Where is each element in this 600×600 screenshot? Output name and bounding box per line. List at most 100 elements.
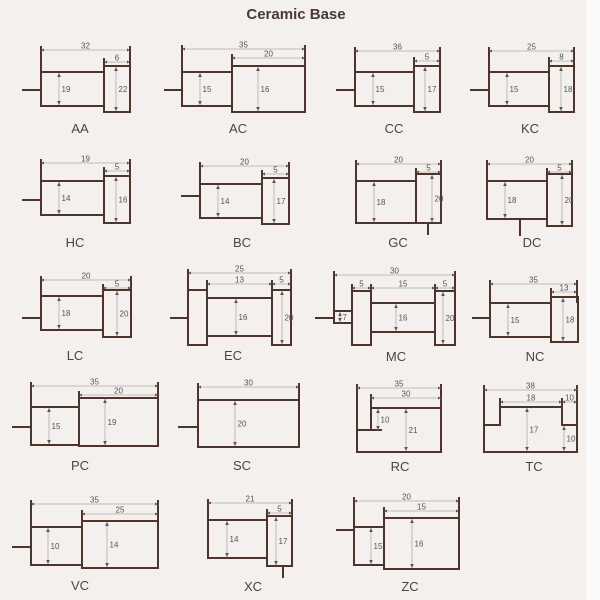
width-dimension-label: 38 [526, 382, 535, 391]
body-section [199, 183, 263, 219]
part-label: XC [244, 579, 262, 594]
arrowhead-icon [47, 408, 51, 444]
height-dimension-label: 16 [415, 540, 424, 549]
width-dimension-label: 20 [82, 272, 91, 281]
part-label: RC [391, 459, 410, 474]
body-section [546, 173, 573, 227]
width-dimension-label: 35 [239, 41, 248, 50]
body-section [78, 397, 159, 447]
height-dimension-label: 7 [343, 313, 348, 322]
height-dimension-label: 19 [108, 418, 117, 427]
body-section [354, 71, 415, 107]
height-dimension-label: 19 [62, 85, 71, 94]
width-dimension-label: 20 [394, 156, 403, 165]
width-dimension-label: 25 [527, 43, 536, 52]
arrowhead-icon [372, 182, 376, 222]
part-label: NC [526, 349, 545, 364]
width-dimension-label: 13 [235, 276, 244, 285]
body-section [351, 290, 372, 346]
height-dimension-label: 20 [238, 420, 247, 429]
body-section [271, 289, 292, 346]
arrowhead-icon [225, 521, 229, 557]
height-dimension-label: 18 [377, 198, 386, 207]
height-dimension-label: 14 [110, 541, 119, 550]
width-dimension-label: 30 [244, 379, 253, 388]
part-label: HC [66, 235, 85, 250]
height-dimension-label: 17 [530, 426, 539, 435]
width-dimension-label: 5 [115, 163, 120, 172]
height-dimension-label: 10 [51, 542, 60, 551]
arrowhead-icon [416, 170, 441, 174]
part-label: GC [388, 235, 408, 250]
body-section [434, 290, 456, 346]
width-dimension-label: 35 [90, 378, 99, 387]
arrowhead-icon [57, 297, 61, 329]
part-label: VC [71, 578, 89, 593]
body-section [103, 65, 131, 113]
arrowhead-icon [562, 400, 577, 404]
part-label: LC [67, 348, 84, 363]
body-section [548, 65, 575, 113]
part-label: SC [233, 458, 251, 473]
height-dimension-label: 20 [120, 310, 129, 319]
body-section [40, 180, 105, 216]
height-dimension-label: 18 [564, 85, 573, 94]
arrowhead-icon [503, 182, 507, 218]
width-dimension-label: 5 [443, 280, 448, 289]
height-dimension-label: 16 [239, 313, 248, 322]
height-dimension-label: 15 [203, 85, 212, 94]
part-label: PC [71, 458, 89, 473]
arrowhead-icon [505, 73, 509, 105]
arrowhead-icon [46, 528, 50, 564]
width-dimension-label: 8 [559, 53, 564, 62]
height-dimension-label: 17 [279, 537, 288, 546]
part-label: ZC [401, 579, 418, 594]
width-dimension-label: 5 [425, 53, 430, 62]
width-dimension-label: 5 [273, 166, 278, 175]
body-section [197, 399, 300, 448]
arrowhead-icon [262, 172, 289, 176]
body-outline [356, 385, 442, 453]
width-dimension-label: 30 [402, 390, 411, 399]
width-dimension-label: 19 [81, 155, 90, 164]
height-dimension-label: 16 [399, 314, 408, 323]
height-dimension-label: 17 [277, 197, 286, 206]
part-label: CC [385, 121, 404, 136]
body-section [486, 180, 548, 220]
height-dimension-label: 18 [508, 196, 517, 205]
body-section [383, 517, 460, 570]
width-dimension-label: 36 [393, 43, 402, 52]
part-label: DC [523, 235, 542, 250]
height-dimension-label: 20 [446, 314, 455, 323]
arrowhead-icon [371, 73, 375, 105]
height-dimension-label: 21 [409, 426, 418, 435]
height-dimension-label: 15 [376, 85, 385, 94]
width-dimension-label: 15 [417, 503, 426, 512]
height-dimension-label: 14 [62, 194, 71, 203]
body-section [266, 515, 293, 567]
body-section [40, 295, 104, 331]
width-dimension-label: 20 [525, 156, 534, 165]
width-dimension-label: 5 [557, 164, 562, 173]
body-section [415, 173, 442, 224]
height-dimension-label: 16 [119, 196, 128, 205]
width-dimension-label: 6 [115, 54, 120, 63]
height-dimension-label: 15 [511, 316, 520, 325]
arrowhead-icon [104, 60, 130, 64]
width-dimension-label: 20 [114, 387, 123, 396]
width-dimension-label: 5 [359, 280, 364, 289]
body-section [261, 177, 290, 225]
body-section [103, 175, 131, 224]
width-dimension-label: 20 [264, 50, 273, 59]
height-dimension-label: 10 [381, 416, 390, 425]
